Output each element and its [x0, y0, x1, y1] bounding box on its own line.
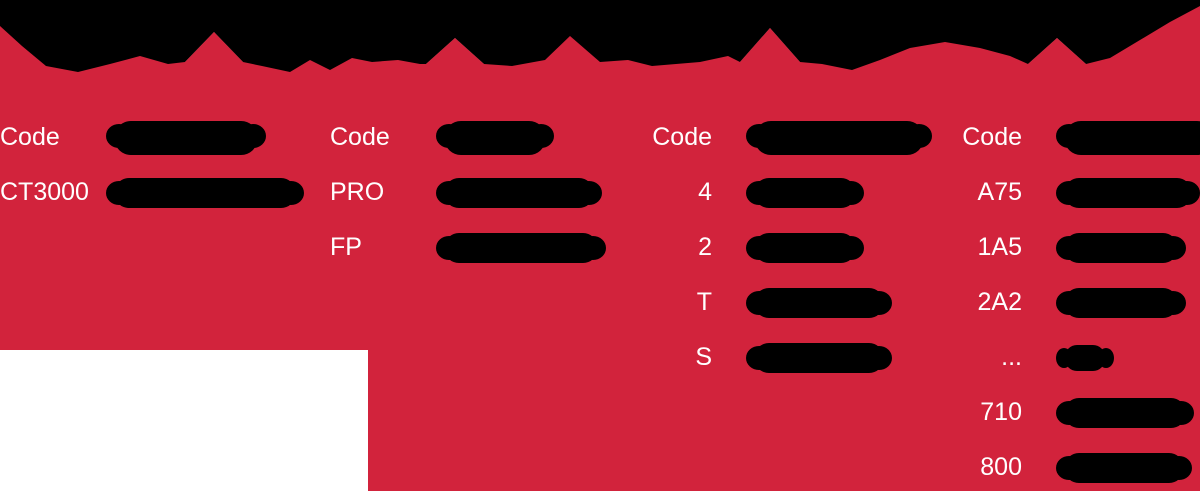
redaction-bar	[1056, 344, 1114, 371]
cell-code-value: 2	[698, 233, 712, 261]
column-header-code: Code	[962, 123, 1022, 151]
white-panel	[0, 350, 368, 491]
cell-value-redacted	[1056, 440, 1192, 491]
column-header-value-redacted	[436, 110, 554, 165]
cell-value-redacted	[436, 165, 602, 220]
redaction-bar	[1056, 232, 1186, 263]
cell-value-redacted	[746, 275, 892, 330]
cell-code-value: ...	[1001, 343, 1022, 371]
redaction-bar	[436, 232, 606, 263]
column-header-value-redacted	[106, 110, 266, 165]
redaction-bar	[436, 177, 602, 208]
column-header-value-redacted	[746, 110, 932, 165]
cell-code-value: 4	[698, 178, 712, 206]
cell-code-value: 800	[980, 453, 1022, 481]
redaction-bar	[436, 120, 554, 155]
cell-value-redacted	[746, 330, 892, 385]
redaction-bar	[1056, 287, 1186, 318]
redaction-bar	[746, 232, 864, 263]
cell-code-value: CT3000	[0, 178, 89, 206]
cell-code-value: 1A5	[977, 233, 1022, 261]
cell-code-value: 710	[980, 398, 1022, 426]
column-header-code: Code	[0, 123, 60, 151]
redaction-bar	[746, 120, 932, 155]
cell-code-value: PRO	[330, 178, 385, 206]
cell-code-value: A75	[977, 178, 1022, 206]
cell-value-redacted	[1056, 220, 1186, 275]
cell-code-value: 2A2	[977, 288, 1022, 316]
redaction-bar	[1056, 120, 1200, 155]
cell-code-value: S	[695, 343, 712, 371]
cell-code-value: FP	[330, 233, 362, 261]
cell-value-redacted	[746, 220, 864, 275]
cell-value-redacted	[1056, 165, 1200, 220]
redaction-bar	[106, 120, 266, 155]
redaction-bar	[1056, 397, 1194, 428]
redaction-bar	[746, 177, 864, 208]
cell-value-redacted	[1056, 385, 1194, 440]
redaction-bar	[746, 342, 892, 373]
redaction-bar	[1056, 452, 1192, 483]
column-header-code: Code	[652, 123, 712, 151]
redaction-bar	[746, 287, 892, 318]
cell-value-redacted	[106, 165, 304, 220]
cell-value-redacted	[746, 165, 864, 220]
column-header-value-redacted	[1056, 110, 1200, 165]
cell-value-redacted	[436, 220, 606, 275]
redaction-bar	[1056, 177, 1200, 208]
column-header-code: Code	[330, 123, 390, 151]
redaction-bar	[106, 177, 304, 208]
cell-code-value: T	[696, 288, 712, 316]
cell-value-redacted	[1056, 330, 1114, 385]
cell-value-redacted	[1056, 275, 1186, 330]
